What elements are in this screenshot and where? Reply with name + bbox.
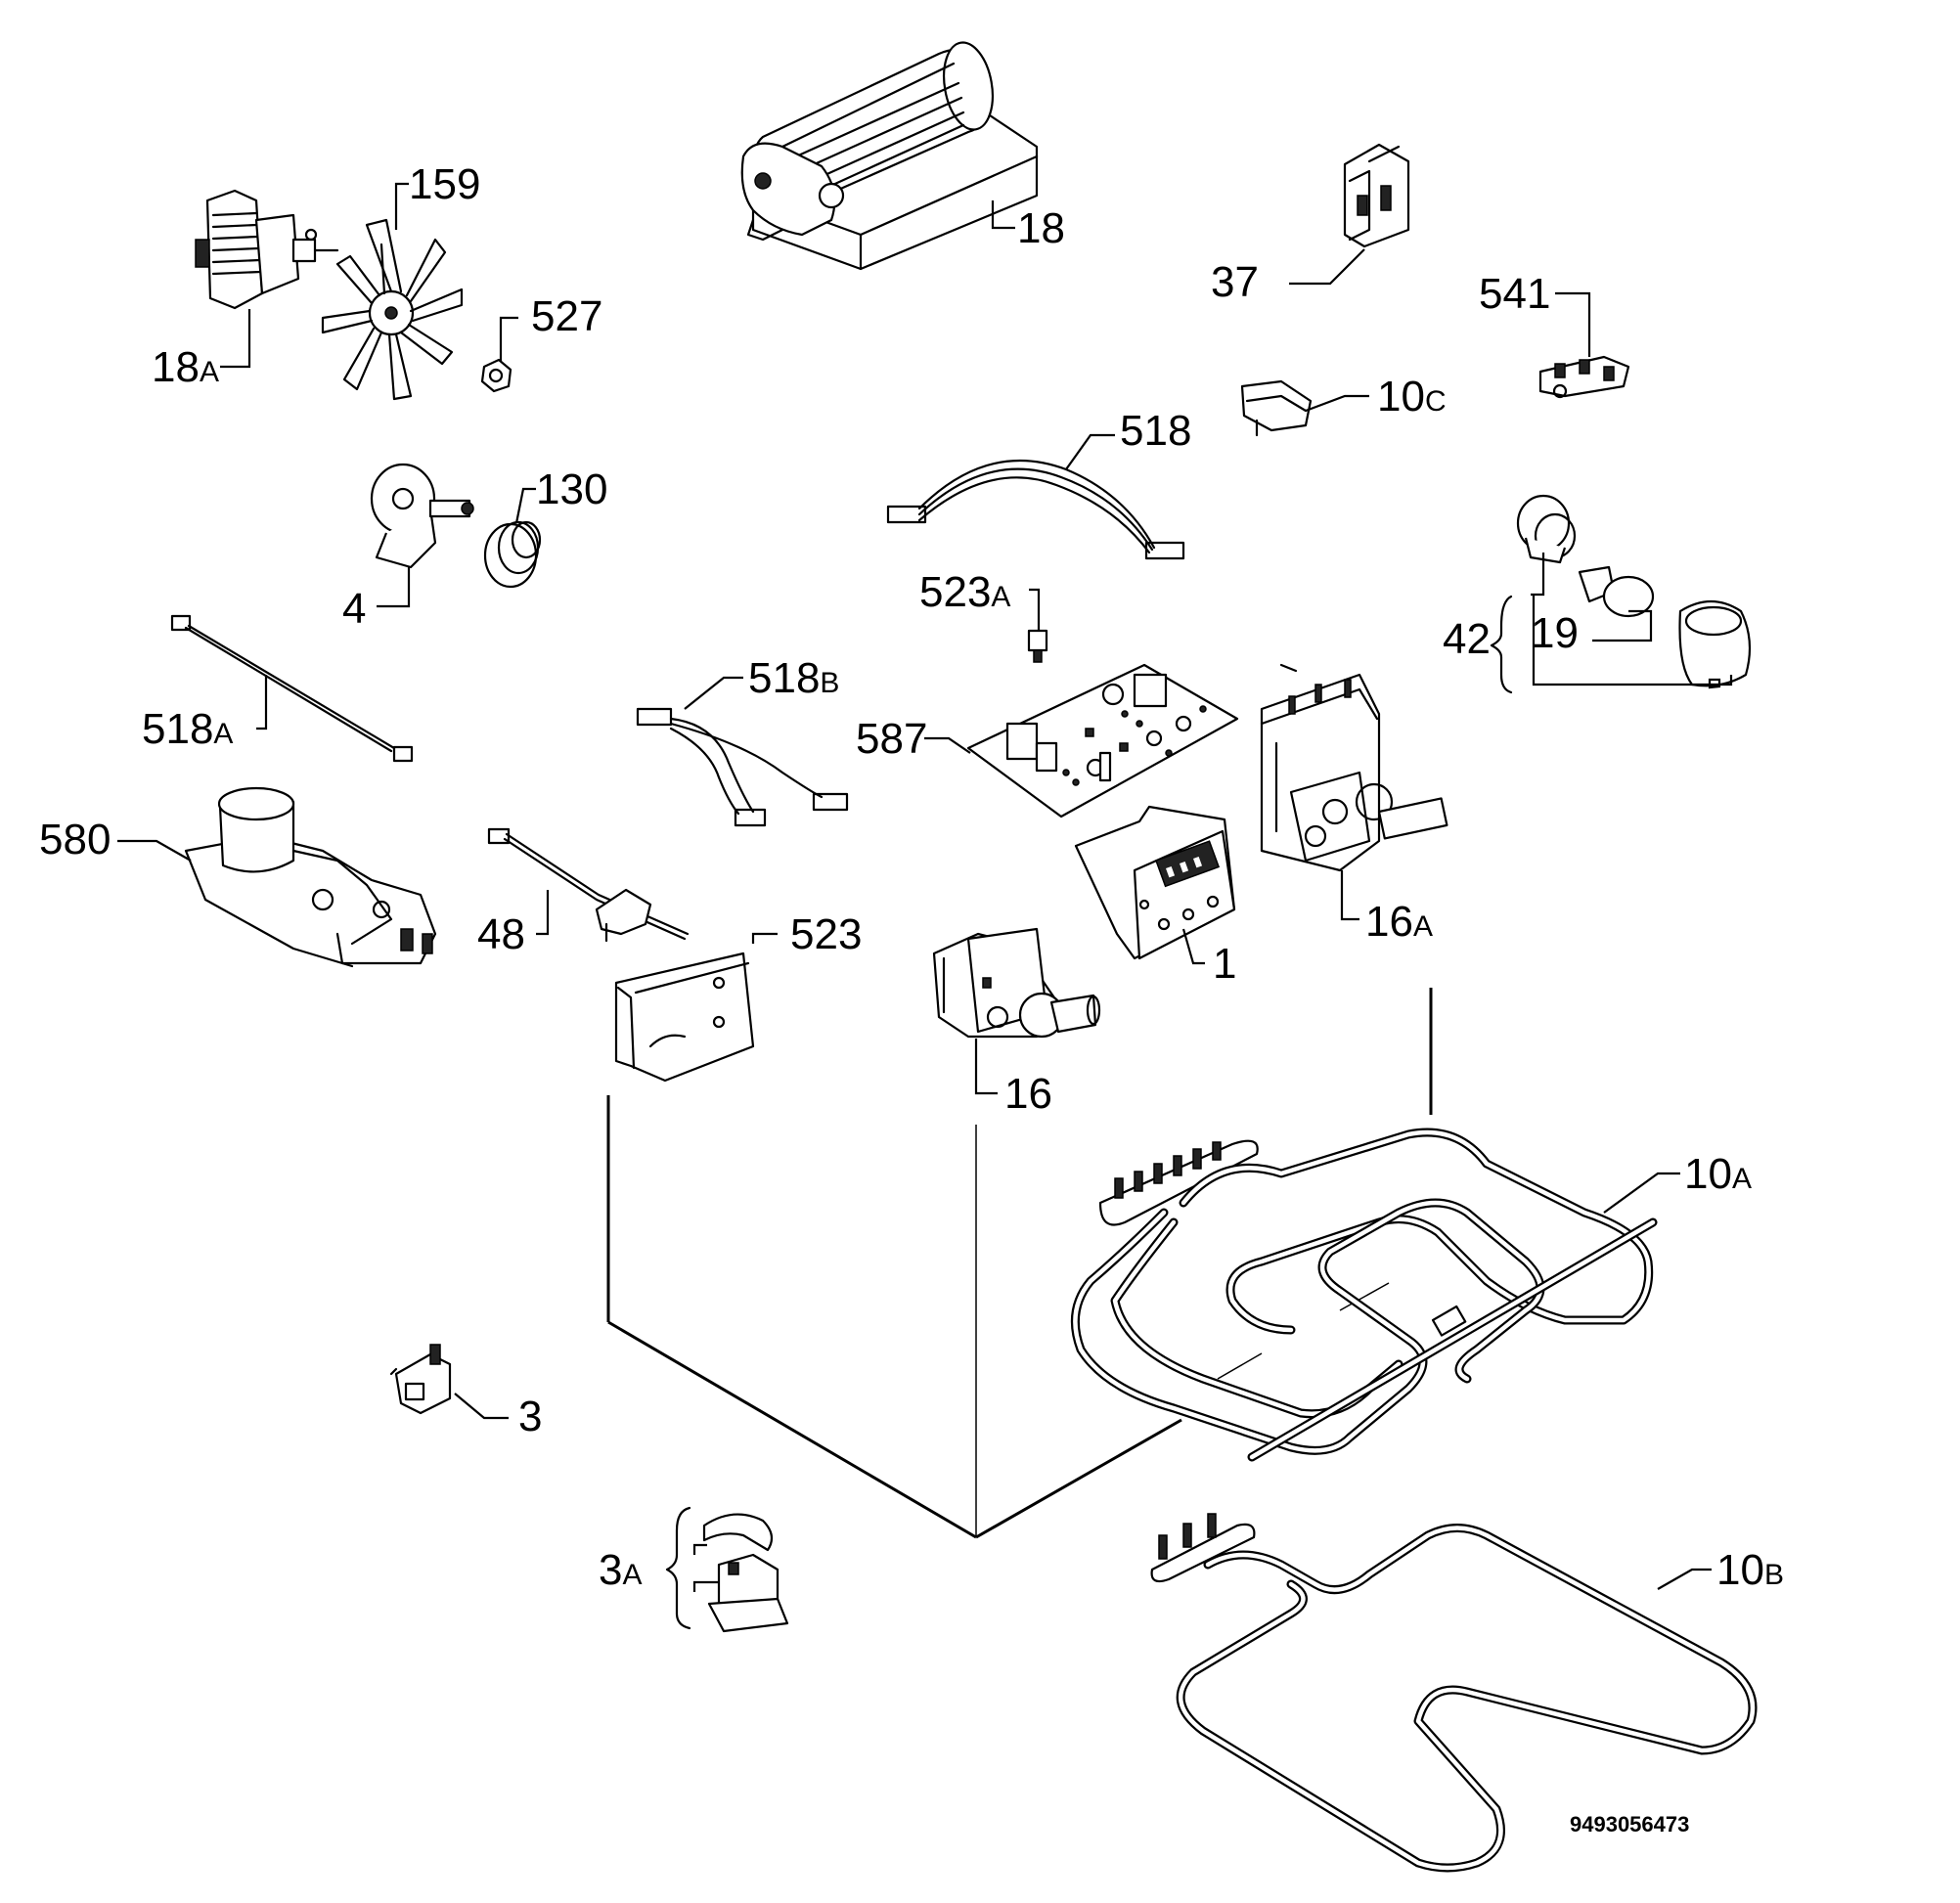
label-10a: 10A <box>1684 1150 1752 1198</box>
label-541: 541 <box>1479 270 1550 318</box>
part-18a-fan-motor <box>195 189 339 310</box>
label-159: 159 <box>409 160 480 208</box>
label-130: 130 <box>536 465 607 513</box>
label-37: 37 <box>1211 258 1259 306</box>
label-4: 4 <box>342 585 366 633</box>
part-18-tangential-fan <box>740 41 1039 271</box>
label-3: 3 <box>518 1393 542 1440</box>
part-541-hinge-connector <box>1538 355 1630 399</box>
document-number: 9493056473 <box>1570 1812 1689 1837</box>
part-16-thermostat-switch <box>932 927 1101 1039</box>
label-1: 1 <box>1213 940 1236 988</box>
label-580: 580 <box>39 816 111 863</box>
callout-labels: 18 18A 159 527 37 541 10C 518 130 4 42 1… <box>39 160 1784 1837</box>
part-1-timer-display <box>1074 805 1236 960</box>
part-16a-function-selector <box>1260 663 1448 872</box>
part-523a-sensor <box>1027 629 1048 663</box>
part-37-terminal-block <box>1343 143 1410 248</box>
part-130-grommet <box>483 520 542 589</box>
label-19: 19 <box>1531 609 1579 657</box>
part-42-oven-lamp-assembly <box>1516 494 1752 687</box>
part-523-mounting-bracket <box>614 952 755 1083</box>
part-518a-cable <box>170 614 414 763</box>
part-159-fan-impeller <box>321 218 464 401</box>
label-18a: 18A <box>152 343 219 391</box>
part-10b-bottom-heating-element <box>1150 1513 1758 1873</box>
label-16a: 16A <box>1365 898 1433 946</box>
label-518b: 518B <box>748 654 839 702</box>
part-527-nut <box>480 358 512 393</box>
part-10a-grill-heating-element <box>1070 1128 1658 1462</box>
part-10c-bracket <box>1240 379 1313 437</box>
part-3-door-switch <box>389 1344 452 1415</box>
label-10b: 10B <box>1716 1546 1784 1594</box>
part-3a-switch-assembly <box>702 1513 789 1633</box>
label-42: 42 <box>1443 615 1491 663</box>
label-16: 16 <box>1004 1070 1052 1118</box>
label-518a: 518A <box>142 705 233 753</box>
label-523a: 523A <box>919 568 1010 616</box>
part-518-wiring-harness <box>886 459 1185 560</box>
label-48: 48 <box>477 910 525 958</box>
label-527: 527 <box>531 292 602 340</box>
label-3a: 3A <box>599 1546 643 1594</box>
oven-cabinet-outline <box>606 988 1433 1539</box>
part-48-temperature-sensor <box>487 827 690 943</box>
label-18: 18 <box>1017 204 1065 252</box>
part-4-motor <box>370 463 474 569</box>
part-587-control-board <box>966 663 1239 819</box>
label-10c: 10C <box>1377 373 1447 420</box>
part-580-door-lock-motor <box>184 786 437 968</box>
part-518b-wiring-harness <box>636 707 849 827</box>
label-523: 523 <box>790 910 862 958</box>
label-518: 518 <box>1120 407 1191 455</box>
label-587: 587 <box>856 715 927 763</box>
